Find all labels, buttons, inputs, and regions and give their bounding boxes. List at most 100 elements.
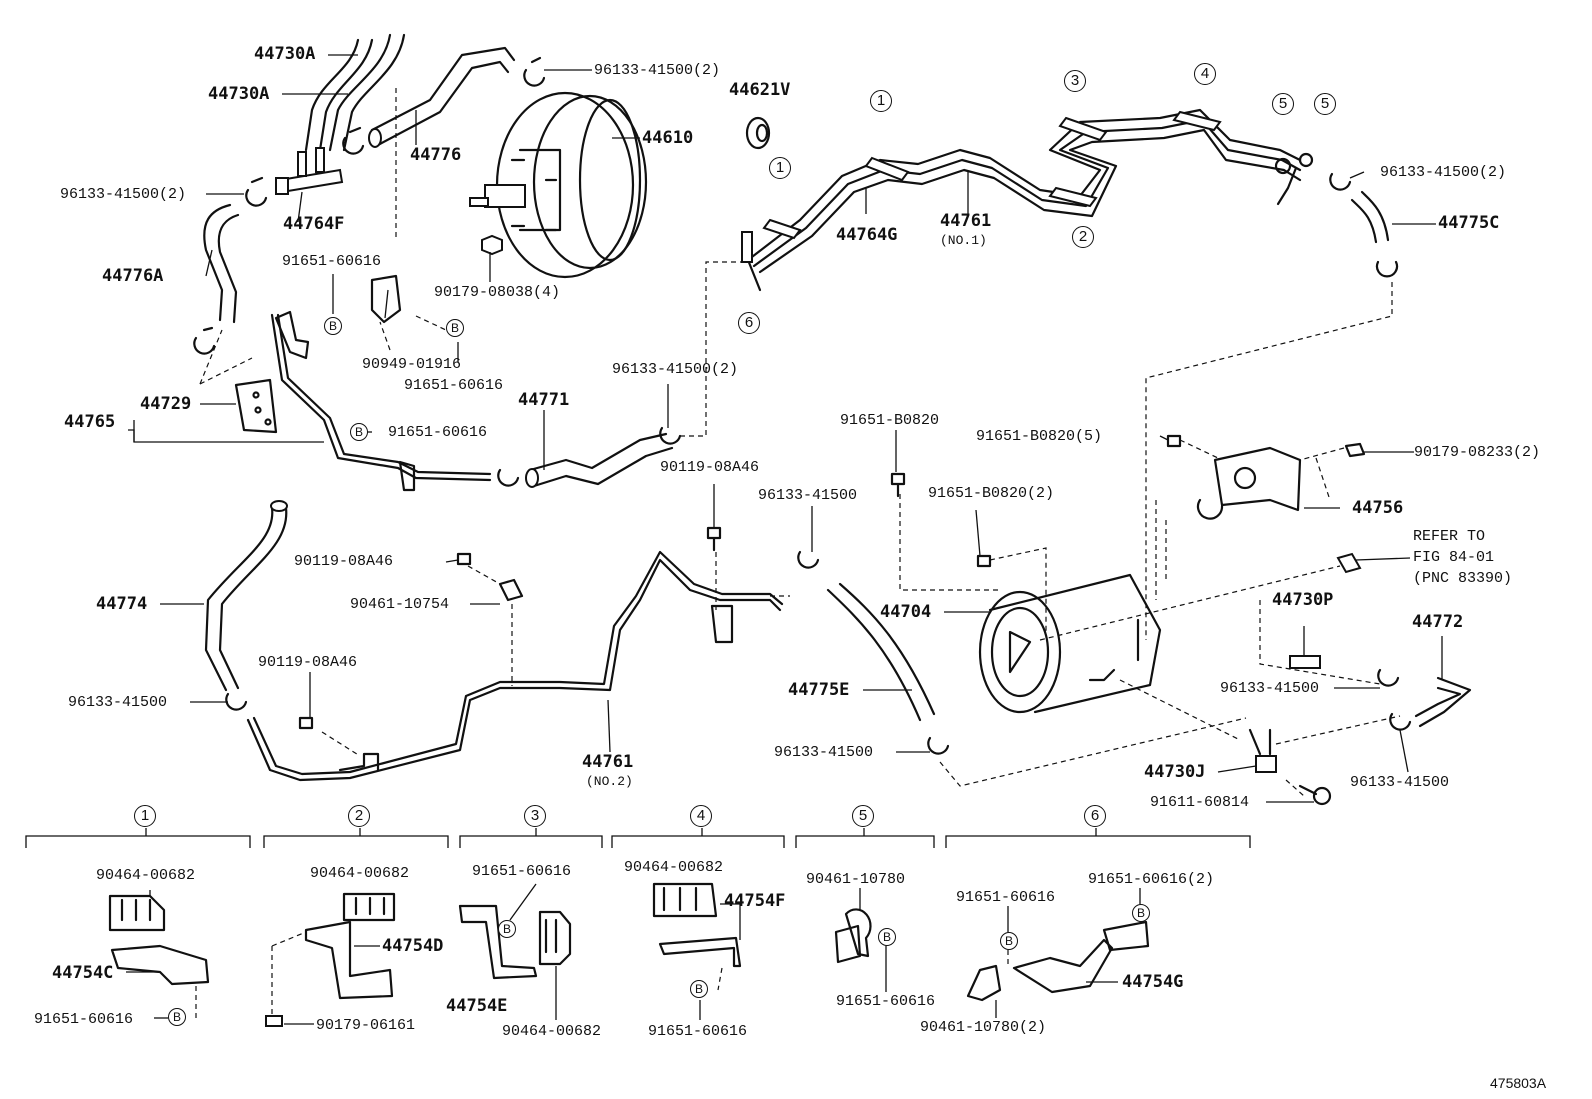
detail-6-clamp-label: 90461-10780(2) [920, 1019, 1047, 1036]
label-44704: 44704 [880, 602, 932, 622]
detail-2-number: 2 [348, 805, 370, 827]
label-44776A: 44776A [102, 266, 164, 286]
bolt-callout-b1: B [324, 317, 342, 335]
detail-3-bolt-label: 91651-60616 [472, 863, 572, 880]
detail-2-nut-label: 90179-06161 [316, 1017, 416, 1034]
label-90949-01916: 90949-01916 [362, 356, 462, 373]
callout-4: 4 [1194, 63, 1216, 85]
callout-6: 6 [738, 312, 760, 334]
label-96133-41500-2-mid: 96133-41500(2) [612, 361, 739, 378]
detail-5-bolt-label: 91651-60616 [836, 993, 936, 1010]
dashed-lines [199, 88, 1401, 797]
detail-6-bracket-label: 44754G [1122, 972, 1184, 992]
label-96133-41500-c: 96133-41500 [68, 694, 168, 711]
label-44775C: 44775C [1438, 213, 1500, 233]
nut-90179-08038 [481, 234, 503, 256]
label-44756: 44756 [1352, 498, 1404, 518]
detail-4-number: 4 [690, 805, 712, 827]
label-44761-no2-sub: (NO.2) [586, 774, 633, 789]
hose-44730A [304, 33, 406, 152]
brackets-44729 [234, 274, 402, 434]
label-96133-41500-e: 96133-41500 [1350, 774, 1450, 791]
detail-3-clamp-label: 90464-00682 [502, 1023, 602, 1040]
label-44776: 44776 [410, 145, 462, 165]
tube-44761-no1 [741, 108, 1314, 292]
label-90119-08A46-c: 90119-08A46 [258, 654, 358, 671]
label-44772: 44772 [1412, 612, 1464, 632]
label-44764G: 44764G [836, 225, 898, 245]
label-44775E: 44775E [788, 680, 850, 700]
label-44771: 44771 [518, 390, 570, 410]
label-44610: 44610 [642, 128, 694, 148]
bolt-callout-b3: B [350, 423, 368, 441]
label-44761-no1: 44761 [940, 211, 992, 231]
tube-44765 [270, 313, 492, 492]
label-44730P: 44730P [1272, 590, 1334, 610]
canister-44704 [978, 573, 1162, 714]
detail-6-bolt1-label: 91651-60616 [956, 889, 1056, 906]
label-44761-no2: 44761 [582, 752, 634, 772]
label-91651-B0820-2: 91651-B0820(2) [928, 485, 1055, 502]
tube-44761-no2 [246, 550, 784, 782]
hose-44775C [1329, 172, 1399, 278]
detail-5-number: 5 [852, 805, 874, 827]
label-96133-41500-b: 96133-41500 [1220, 680, 1320, 697]
detail-2-art [265, 892, 396, 1027]
label-90179-08038: 90179-08038(4) [434, 284, 561, 301]
detail-4-clamp-label: 90464-00682 [624, 859, 724, 876]
detail-3-bracket-label: 44754E [446, 996, 508, 1016]
label-90119-08A46-b: 90119-08A46 [294, 553, 394, 570]
label-91651-60616-a: 91651-60616 [282, 253, 382, 270]
hose-44775E [797, 550, 950, 755]
detail-1-art [108, 890, 210, 1022]
label-44730A-1: 44730A [254, 44, 316, 64]
label-91651-B0820-5: 91651-B0820(5) [976, 428, 1103, 445]
label-91611-60814: 91611-60814 [1150, 794, 1250, 811]
detail-4-art [652, 882, 742, 1020]
label-90461-10754: 90461-10754 [350, 596, 450, 613]
bolt-91611-60814 [1298, 784, 1332, 806]
detail-1-bracket-label: 44754C [52, 963, 114, 983]
hose-44776A [193, 203, 240, 355]
callout-3: 3 [1064, 70, 1086, 92]
detail-1-number: 1 [134, 805, 156, 827]
detail-4-bracket-label: 44754F [724, 891, 786, 911]
connector-44764F [275, 147, 344, 195]
label-44729: 44729 [140, 394, 192, 414]
callout-5b: 5 [1314, 93, 1336, 115]
brake-booster-44610 [469, 91, 648, 279]
detail-6-number: 6 [1084, 805, 1106, 827]
bracket-44756 [1196, 446, 1302, 520]
callout-1a: 1 [870, 90, 892, 112]
label-96133-41500-2-top: 96133-41500(2) [594, 62, 721, 79]
leader-lines [128, 54, 1443, 803]
refer-line-3: (PNC 83390) [1413, 570, 1513, 587]
bolts [298, 434, 1366, 730]
detail-2-bracket-label: 44754D [382, 936, 444, 956]
figure-id: 475803A [1490, 1075, 1547, 1091]
label-96133-41500-2-right: 96133-41500(2) [1380, 164, 1507, 181]
callout-5a: 5 [1272, 93, 1294, 115]
detail-6-art [966, 888, 1150, 1018]
detail-5-clamp-label: 90461-10780 [806, 871, 906, 888]
label-96133-41500-a: 96133-41500 [758, 487, 858, 504]
refer-line-1: REFER TO [1413, 528, 1486, 545]
detail-4-bolt-label: 91651-60616 [648, 1023, 748, 1040]
detail-1-b: B [168, 1008, 186, 1026]
hose-44771 [497, 426, 682, 488]
label-44730J: 44730J [1144, 762, 1206, 782]
sensor-83390 [1336, 552, 1362, 574]
label-96133-41500-2-left: 96133-41500(2) [60, 186, 187, 203]
detail-1-bolt-label: 91651-60616 [34, 1011, 134, 1028]
detail-2-clamp-label: 90464-00682 [310, 865, 410, 882]
detail-3-b: B [498, 920, 516, 938]
detail-5-b: B [878, 928, 896, 946]
detail-6-b2: B [1132, 904, 1150, 922]
label-91651-60616-b: 91651-60616 [404, 377, 504, 394]
label-96133-41500-d: 96133-41500 [774, 744, 874, 761]
label-44761-no1-sub: (NO.1) [940, 233, 987, 248]
connector-44730P [1289, 655, 1321, 669]
label-44774: 44774 [96, 594, 148, 614]
detail-6-b1: B [1000, 932, 1018, 950]
label-91651-60616-c: 91651-60616 [388, 424, 488, 441]
